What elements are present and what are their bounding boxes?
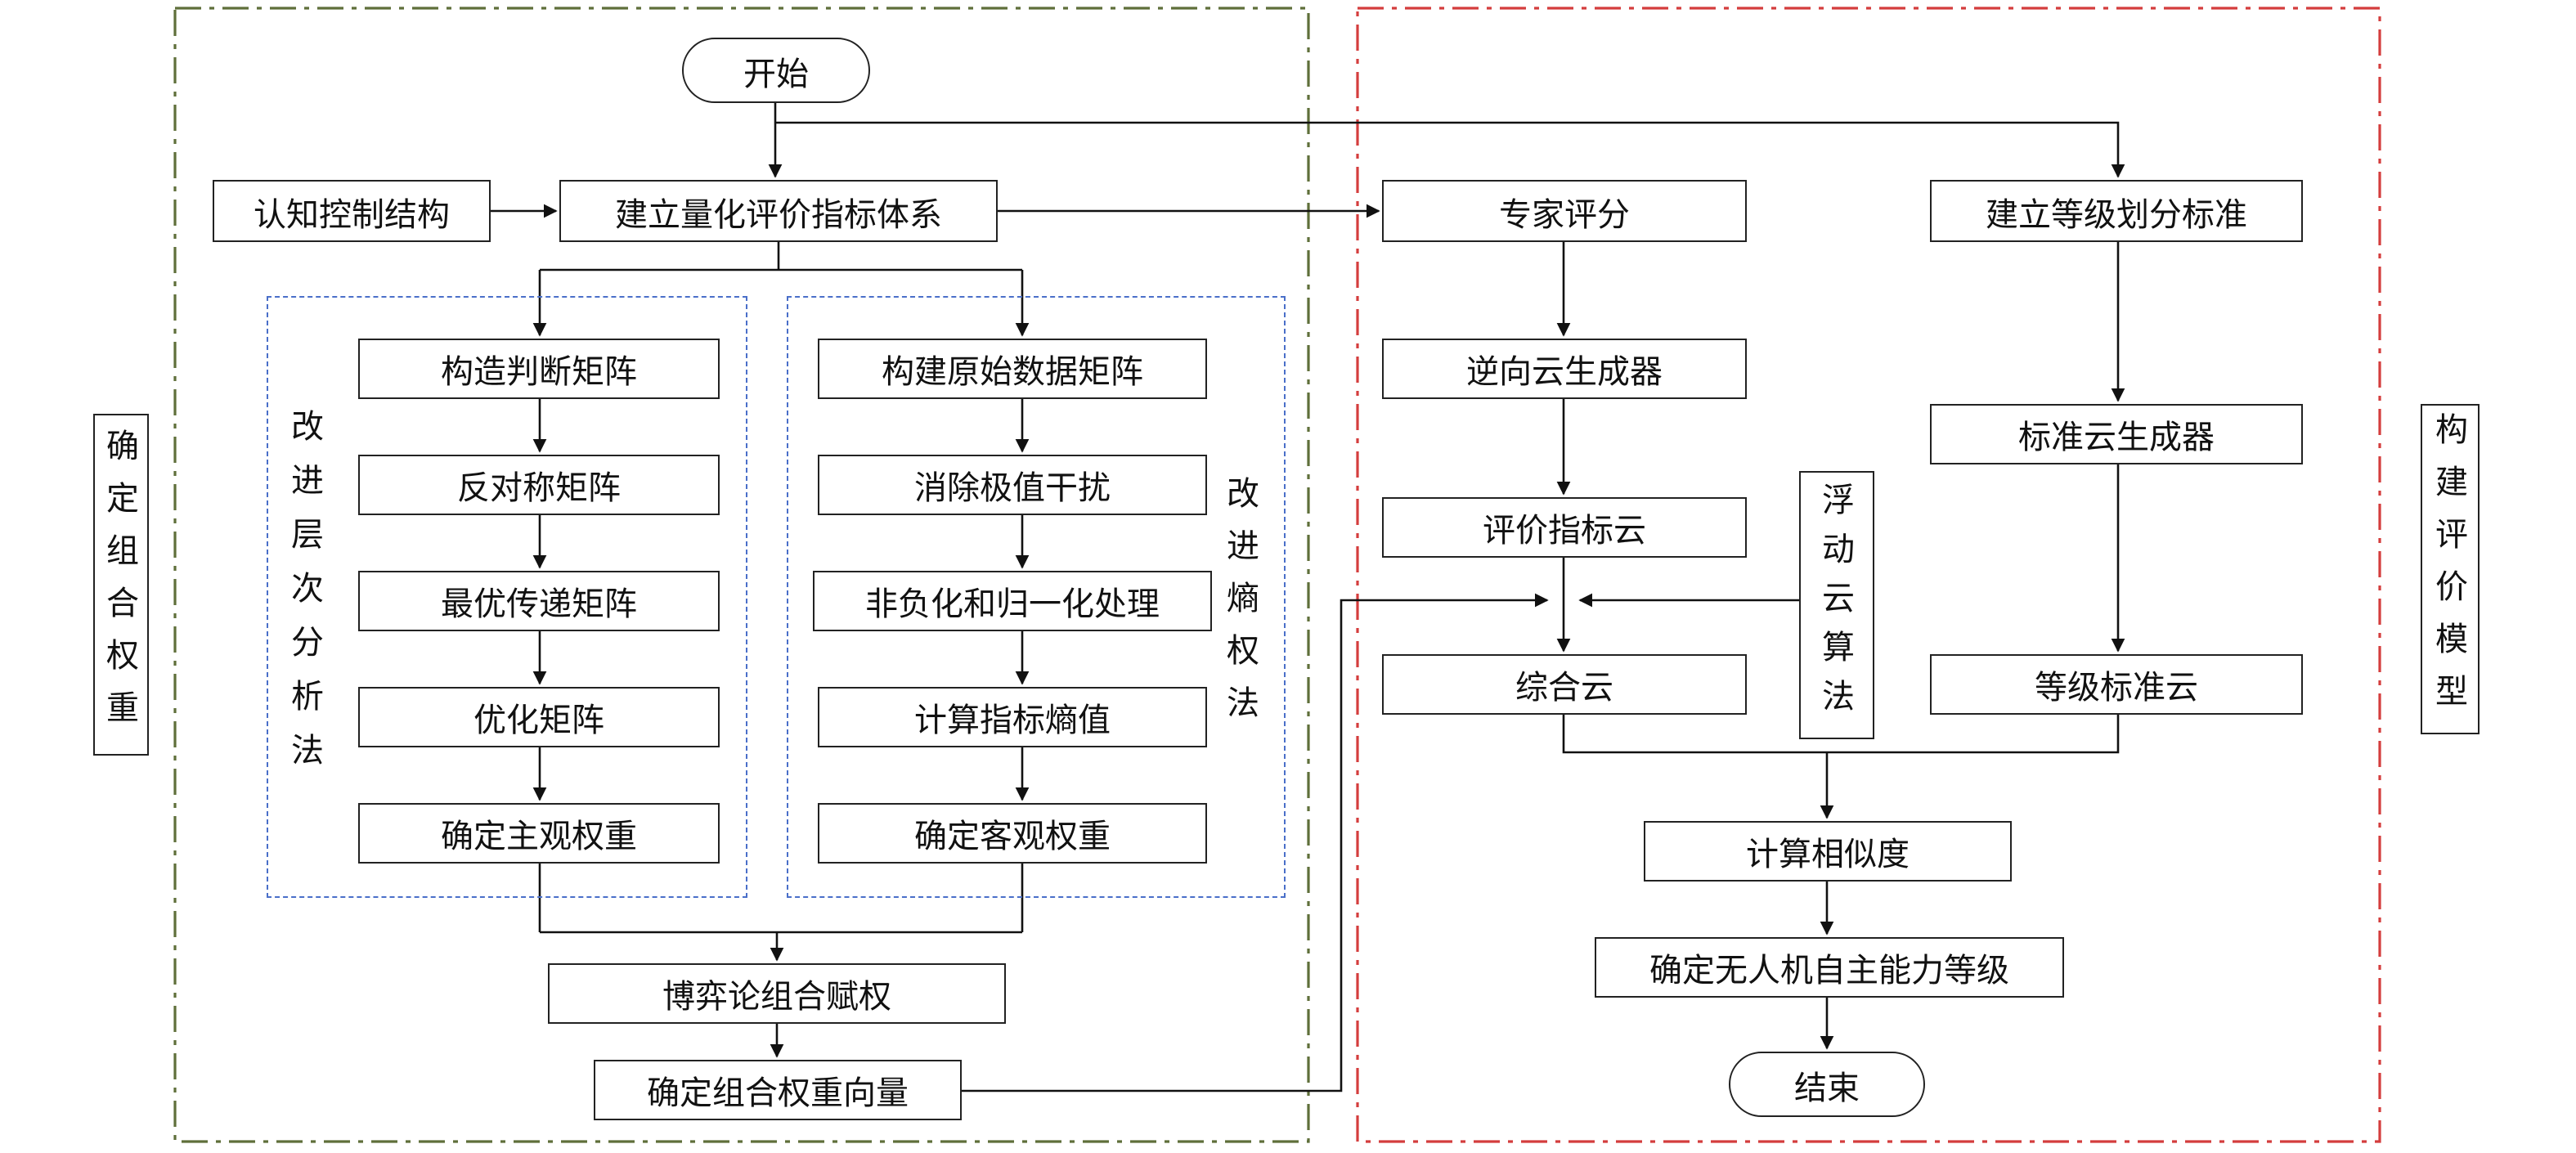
game-theory-weighting-node: 博弈论组合赋权: [548, 963, 1006, 1024]
optimize-matrix-node: 优化矩阵: [358, 687, 720, 747]
edge-composite-down: [1562, 715, 1827, 754]
uav-autonomy-grade-node: 确定无人机自主能力等级: [1595, 937, 2064, 998]
start-node: 开始: [682, 38, 870, 103]
normalize-node: 非负化和归一化处理: [813, 571, 1212, 631]
entropy-value-node: 计算指标熵值: [818, 687, 1207, 747]
right-region-outline: [1356, 7, 2381, 1143]
ahp-method-label: 改进层次分析法: [281, 406, 330, 788]
entropy-method-label: 改进熵权法: [1217, 468, 1266, 746]
eval-index-cloud-node: 评价指标云: [1382, 497, 1747, 558]
edge-vector-to-composite-junction: [962, 593, 1549, 1092]
weight-vector-node: 确定组合权重向量: [594, 1060, 962, 1120]
grade-standard-cloud-node: 等级标准云: [1930, 654, 2303, 715]
entropy-dashed-container: [787, 296, 1286, 898]
optimal-transfer-matrix-node: 最优传递矩阵: [358, 571, 720, 631]
objective-weight-node: 确定客观权重: [818, 803, 1207, 864]
edge-start-to-grade-standard: [775, 121, 2125, 178]
end-node: 结束: [1729, 1052, 1925, 1117]
cognitive-structure-node: 认知控制结构: [213, 180, 491, 242]
grade-division-standard-node: 建立等级划分标准: [1930, 180, 2303, 242]
edge-gradecloud-down: [1827, 715, 2120, 754]
standard-cloud-generator-node: 标准云生成器: [1930, 404, 2303, 464]
left-region-label: 确定组合权重: [93, 414, 149, 756]
calc-similarity-node: 计算相似度: [1644, 821, 2012, 882]
raw-data-matrix-node: 构建原始数据矩阵: [818, 339, 1207, 399]
composite-cloud-node: 综合云: [1382, 654, 1747, 715]
build-index-system-node: 建立量化评价指标体系: [559, 180, 998, 242]
right-region-label: 构建评价模型: [2421, 404, 2480, 734]
floating-cloud-algorithm-node: 浮动云算法: [1799, 471, 1874, 739]
ahp-dashed-container: [267, 296, 747, 898]
expert-score-node: 专家评分: [1382, 180, 1747, 242]
remove-extreme-node: 消除极值干扰: [818, 455, 1207, 515]
judge-matrix-node: 构造判断矩阵: [358, 339, 720, 399]
reverse-cloud-generator-node: 逆向云生成器: [1382, 339, 1747, 399]
antisymmetric-matrix-node: 反对称矩阵: [358, 455, 720, 515]
subjective-weight-node: 确定主观权重: [358, 803, 720, 864]
left-region-outline: [173, 7, 1310, 1143]
